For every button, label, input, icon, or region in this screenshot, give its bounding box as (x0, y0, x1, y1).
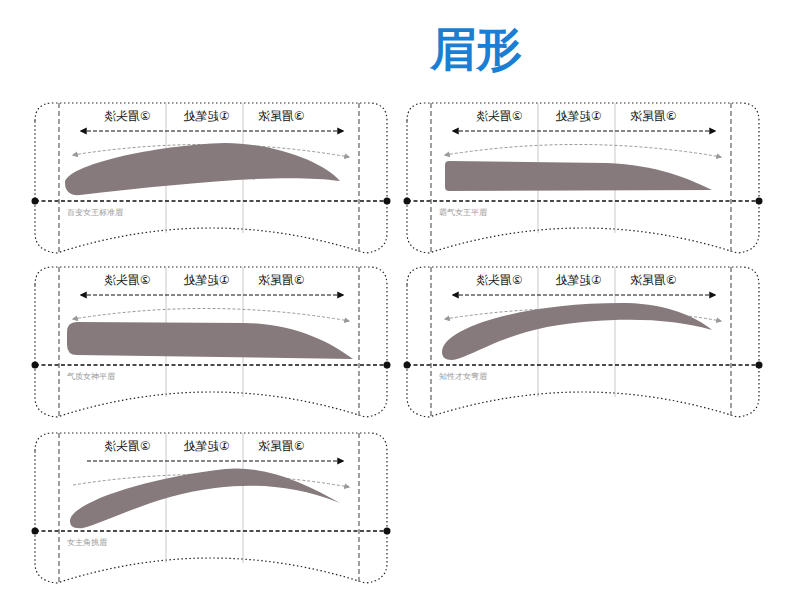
page-title: 眉形 (430, 24, 522, 75)
eyebrow-shape (442, 303, 712, 360)
base-line (35, 200, 387, 202)
eyebrow-shape (445, 161, 712, 191)
stroke-arrow (73, 308, 349, 321)
direction-arrow (453, 294, 715, 295)
step-label: ①起笔处 (183, 274, 230, 287)
stencil-drawing (35, 267, 387, 417)
guide-line (58, 267, 60, 417)
step-label: ②眉头淡 (104, 440, 151, 453)
step-label: ②眉头淡 (104, 274, 151, 287)
step-label: ③眉尾浓 (258, 110, 305, 123)
step-label: ①起笔处 (183, 440, 230, 453)
card-outline (407, 103, 759, 253)
brow-name: 知性才女弯眉 (439, 373, 487, 382)
stencil-drawing (35, 103, 387, 253)
step-label: ①起笔处 (555, 274, 602, 287)
step-label: ③眉尾浓 (630, 274, 677, 287)
step-label: ①起笔处 (183, 110, 230, 123)
step-label: ③眉尾浓 (258, 274, 305, 287)
eyebrow-stencil-card: ②眉头淡 ①起笔处 ③眉尾浓霸气女王平眉 (407, 103, 759, 253)
card-outline (35, 103, 387, 253)
direction-arrow (81, 130, 343, 131)
step-label: ②眉头淡 (476, 110, 523, 123)
guide-line (430, 267, 432, 417)
base-dot (404, 362, 411, 369)
step-label: ②眉头淡 (104, 110, 151, 123)
eyebrow-shape (70, 468, 340, 528)
stencil-drawing (407, 267, 759, 417)
base-line (35, 364, 387, 366)
base-line (407, 364, 759, 366)
step-label: ③眉尾浓 (258, 440, 305, 453)
base-dot (32, 198, 39, 205)
brow-name: 百变女王标准眉 (67, 209, 123, 218)
eyebrow-stencil-card: ②眉头淡 ①起笔处 ③眉尾浓气质女神平眉 (35, 267, 387, 417)
direction-arrow (453, 130, 715, 131)
eyebrow-shape (67, 322, 353, 359)
eyebrow-shape (65, 143, 340, 195)
card-outline (35, 433, 387, 583)
base-dot (384, 198, 391, 205)
section-line (615, 267, 616, 397)
base-dot (32, 362, 39, 369)
direction-arrow (87, 460, 343, 461)
base-dot (756, 362, 763, 369)
brow-name: 霸气女王平眉 (439, 209, 487, 218)
step-label: ①起笔处 (555, 110, 602, 123)
eyebrow-stencil-card: ②眉头淡 ①起笔处 ③眉尾浓女主角挑眉 (35, 433, 387, 583)
eyebrow-stencil-card: ②眉头淡 ①起笔处 ③眉尾浓百变女王标准眉 (35, 103, 387, 253)
base-dot (404, 198, 411, 205)
guide-line (358, 433, 360, 583)
guide-line (58, 433, 60, 583)
guide-line (358, 267, 360, 417)
card-outline (35, 267, 387, 417)
step-label: ②眉头淡 (476, 274, 523, 287)
stroke-arrow (445, 144, 721, 157)
brow-name: 气质女神平眉 (67, 373, 115, 382)
base-line (407, 200, 759, 202)
base-dot (384, 528, 391, 535)
guide-line (730, 267, 732, 417)
guide-line (58, 103, 60, 253)
brow-name: 女主角挑眉 (67, 539, 107, 548)
section-line (243, 433, 244, 563)
base-dot (384, 362, 391, 369)
direction-arrow (81, 294, 343, 295)
guide-line (730, 103, 732, 253)
guide-line (358, 103, 360, 253)
step-label: ③眉尾浓 (630, 110, 677, 123)
stencil-drawing (407, 103, 759, 253)
stencil-drawing (35, 433, 387, 583)
card-outline (407, 267, 759, 417)
base-dot (32, 528, 39, 535)
base-dot (756, 198, 763, 205)
section-line (538, 267, 539, 397)
eyebrow-stencil-card: ②眉头淡 ①起笔处 ③眉尾浓知性才女弯眉 (407, 267, 759, 417)
guide-line (430, 103, 432, 253)
base-line (35, 530, 387, 532)
